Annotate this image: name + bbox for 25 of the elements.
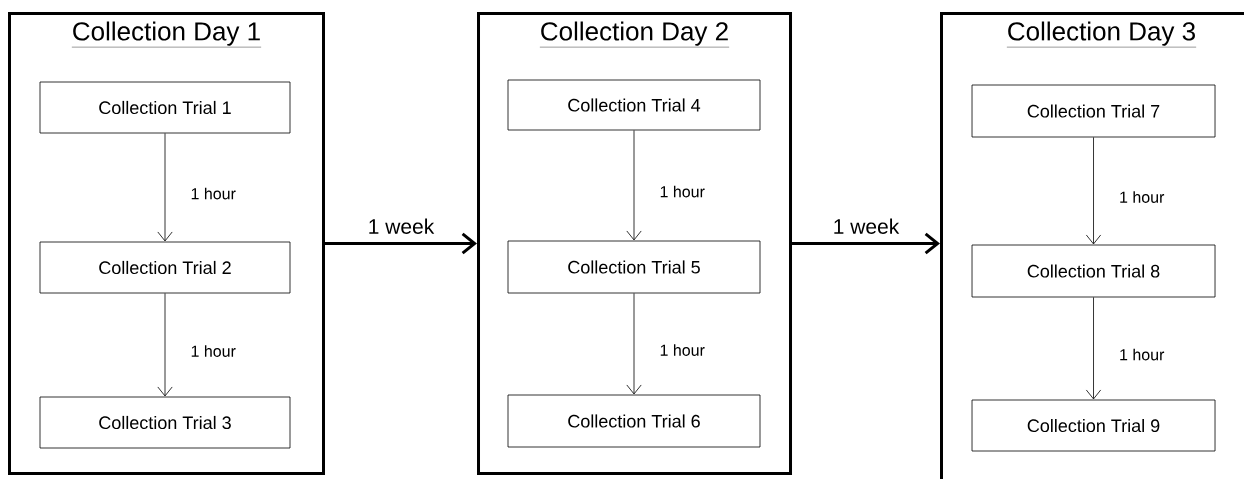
arrow <box>792 232 940 255</box>
arrow <box>325 232 477 255</box>
trial-box: Collection Trial 1 <box>39 81 291 134</box>
edge-label: 1 hour <box>191 345 236 357</box>
edge-label: 1 week <box>834 218 900 234</box>
arrow <box>157 133 173 242</box>
edge-label: 1 hour <box>1120 348 1165 361</box>
edge-label: 1 hour <box>1120 191 1165 203</box>
arrow <box>626 293 642 395</box>
trial-box: Collection Trial 7 <box>971 84 1216 138</box>
edge-label: 1 week <box>369 218 435 234</box>
trial-box: Collection Trial 8 <box>971 244 1216 298</box>
trial-box: Collection Trial 6 <box>507 394 761 448</box>
trial-box: Collection Trial 3 <box>39 396 291 449</box>
trial-box: Collection Trial 4 <box>507 79 761 131</box>
trial-box: Collection Trial 2 <box>39 241 291 294</box>
edge-label: 1 hour <box>191 187 236 200</box>
edge-label: 1 hour <box>660 344 705 356</box>
arrow <box>626 130 642 241</box>
arrow <box>1085 137 1102 245</box>
edge-label: 1 hour <box>660 185 705 198</box>
trial-box: Collection Trial 9 <box>971 399 1216 452</box>
trial-box: Collection Trial 5 <box>507 240 761 294</box>
arrow <box>157 293 173 397</box>
arrow <box>1085 297 1102 400</box>
